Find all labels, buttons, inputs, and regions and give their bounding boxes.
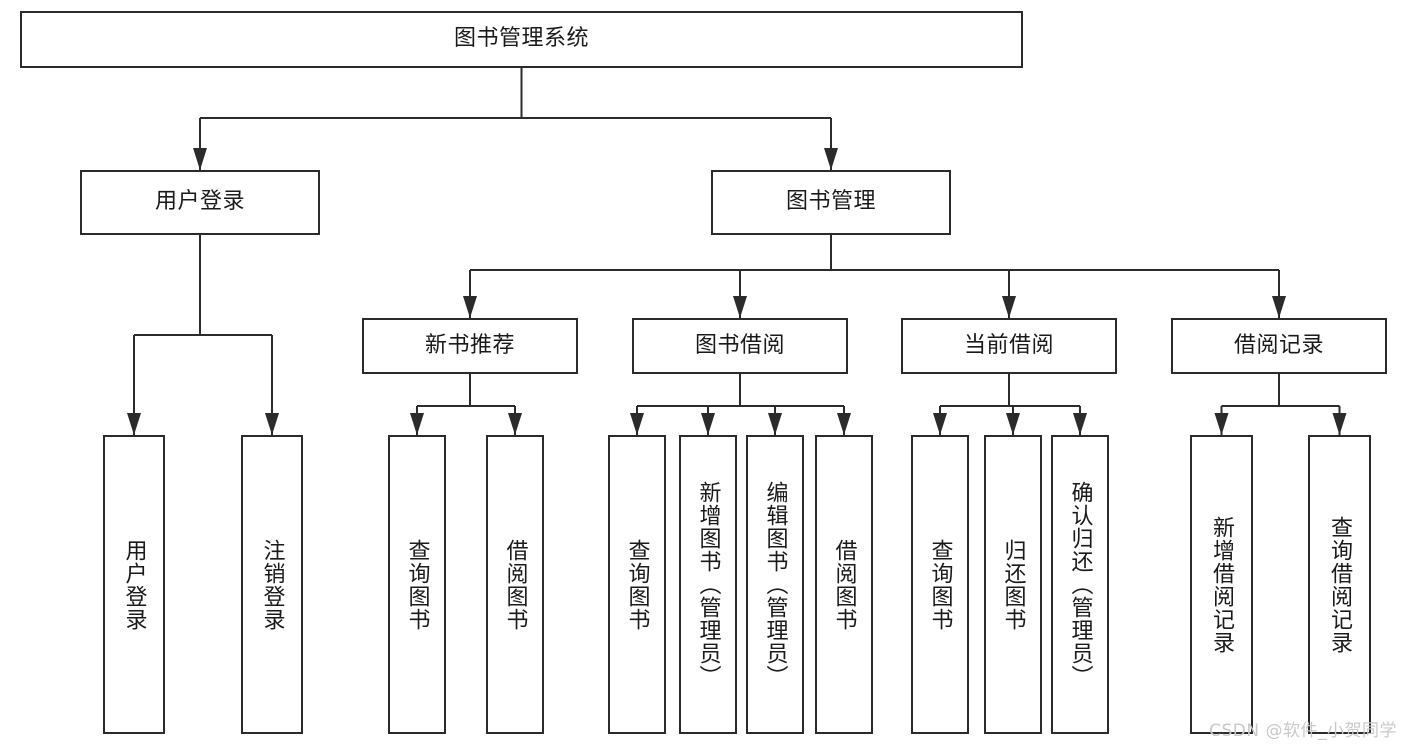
node-label: 图书借阅: [694, 332, 785, 358]
arrowhead-icon: [1332, 413, 1347, 435]
arrowhead-icon: [733, 296, 747, 318]
arrowhead-icon: [1006, 413, 1020, 435]
node-l3-borrow-book-a[interactable]: 借阅图书: [486, 435, 544, 734]
node-label: 新增借阅记录: [1209, 515, 1235, 654]
arrowhead-icon: [768, 413, 782, 435]
node-l2-book-borrow[interactable]: 图书借阅: [632, 318, 848, 374]
arrowhead-icon: [463, 296, 477, 318]
arrowhead-icon: [1073, 413, 1087, 435]
arrowhead-icon: [824, 148, 838, 170]
arrowhead-icon: [265, 413, 279, 435]
arrowhead-icon: [1214, 413, 1229, 435]
node-l3-add-record[interactable]: 新增借阅记录: [1190, 435, 1253, 734]
node-l1-user-login[interactable]: 用户登录: [80, 170, 320, 235]
arrowhead-icon: [837, 413, 851, 435]
node-label: 查询图书: [404, 538, 430, 631]
arrowhead-icon: [933, 413, 947, 435]
node-label: 借阅记录: [1233, 332, 1324, 358]
node-l2-current-borrow[interactable]: 当前借阅: [901, 318, 1117, 374]
node-l3-confirm-return[interactable]: 确认归还（管理员）: [1051, 435, 1109, 734]
node-label: 用户登录: [154, 189, 245, 215]
node-label: 查询借阅记录: [1327, 515, 1353, 654]
arrowhead-icon: [127, 413, 141, 435]
node-l3-query-record[interactable]: 查询借阅记录: [1308, 435, 1371, 734]
node-l3-borrow-book-b[interactable]: 借阅图书: [815, 435, 873, 734]
node-label: 借阅图书: [502, 538, 528, 631]
node-label: 图书管理系统: [453, 26, 589, 52]
node-l3-return-book[interactable]: 归还图书: [984, 435, 1042, 734]
node-label: 当前借阅: [963, 332, 1054, 358]
arrowhead-icon: [410, 413, 424, 435]
node-l3-query-book-a[interactable]: 查询图书: [388, 435, 446, 734]
node-label: 查询图书: [927, 538, 953, 631]
node-l3-query-book-c[interactable]: 查询图书: [911, 435, 969, 734]
node-label: 归还图书: [1000, 538, 1026, 631]
arrowhead-icon: [193, 148, 207, 170]
node-l3-query-book-b[interactable]: 查询图书: [608, 435, 666, 734]
node-root[interactable]: 图书管理系统: [20, 11, 1023, 68]
node-l3-user-login[interactable]: 用户登录: [103, 435, 165, 734]
arrowhead-icon: [508, 413, 522, 435]
arrowhead-icon: [701, 413, 715, 435]
node-l3-logout[interactable]: 注销登录: [241, 435, 303, 734]
node-label: 注销登录: [259, 538, 285, 631]
watermark-label: CSDN @软件_小贺同学: [1209, 721, 1397, 741]
node-label: 用户登录: [121, 538, 147, 631]
node-l1-book-mgmt[interactable]: 图书管理: [711, 170, 951, 235]
node-label: 查询图书: [624, 538, 650, 631]
node-label: 新增图书（管理员）: [695, 481, 721, 688]
node-l2-new-book-rec[interactable]: 新书推荐: [362, 318, 578, 374]
node-label: 图书管理: [785, 189, 876, 215]
node-label: 借阅图书: [831, 538, 857, 631]
arrowhead-icon: [1272, 296, 1286, 318]
node-l3-edit-book[interactable]: 编辑图书（管理员）: [746, 435, 804, 734]
node-label: 编辑图书（管理员）: [762, 481, 788, 688]
node-l3-add-book[interactable]: 新增图书（管理员）: [679, 435, 737, 734]
node-label: 确认归还（管理员）: [1067, 481, 1093, 688]
arrowhead-icon: [1002, 296, 1016, 318]
arrowhead-icon: [630, 413, 644, 435]
node-label: 新书推荐: [424, 332, 515, 358]
node-l2-borrow-record[interactable]: 借阅记录: [1171, 318, 1387, 374]
